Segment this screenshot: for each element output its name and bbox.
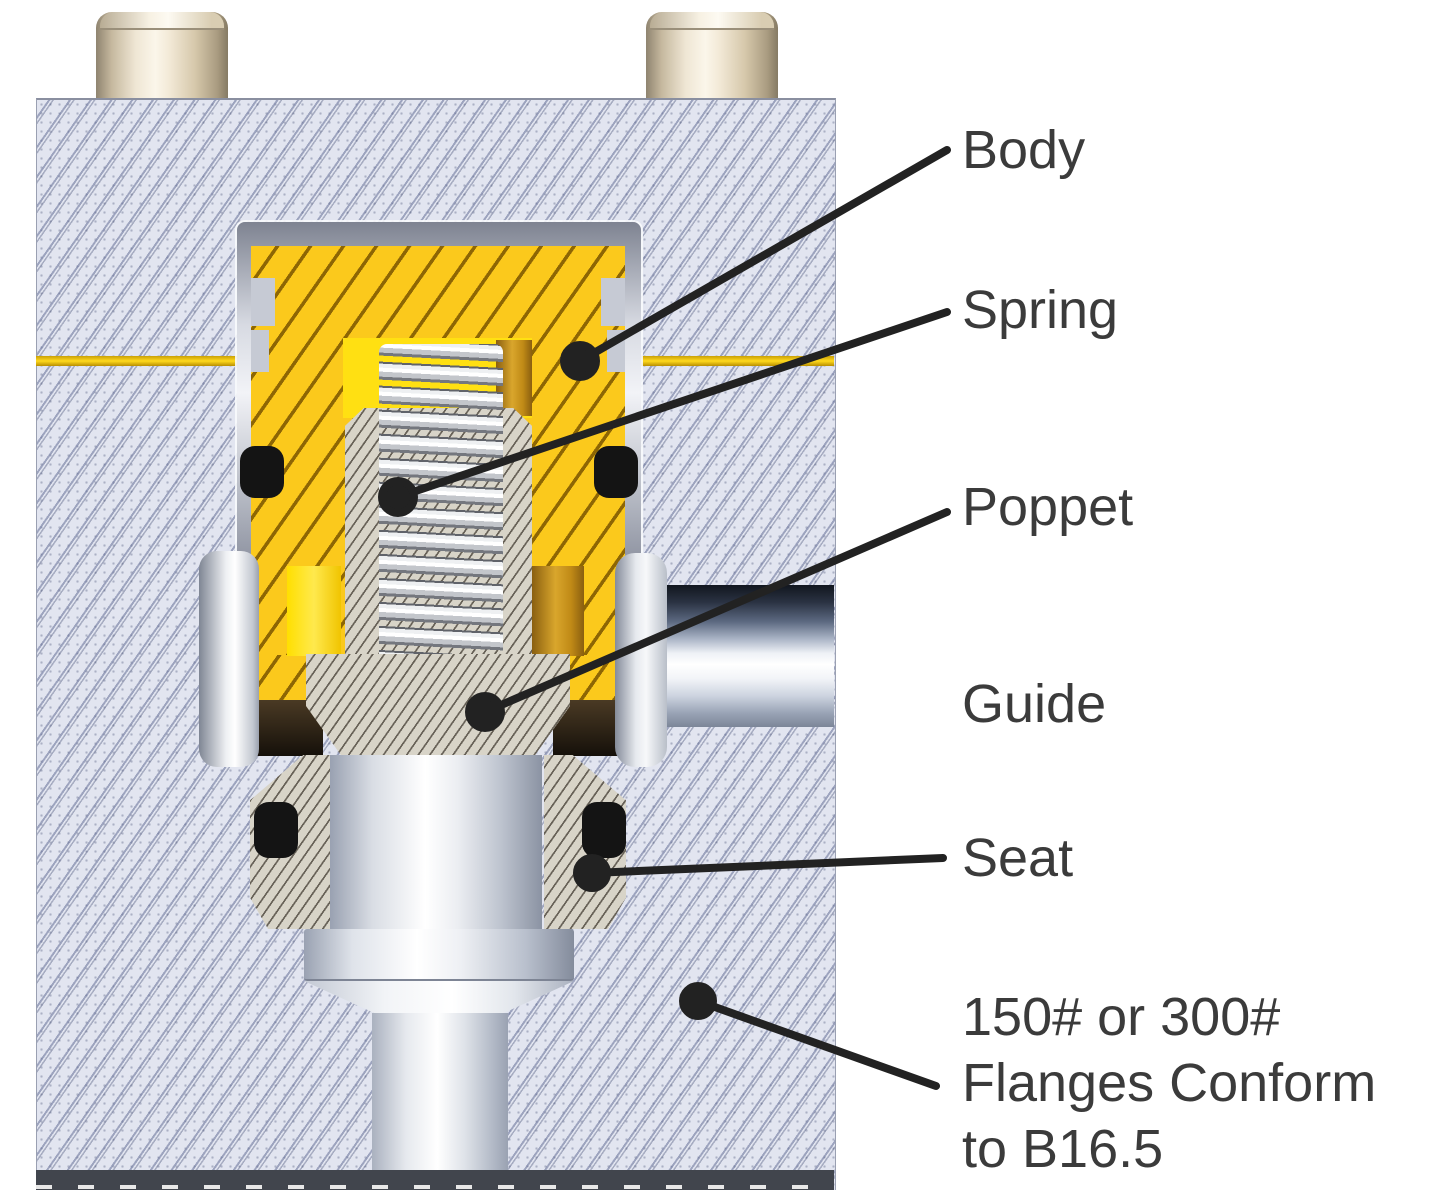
flange-note-line-2: Flanges Conform — [962, 1053, 1377, 1113]
cartridge-oring-left — [240, 446, 284, 498]
valve-stem-lower — [372, 1013, 508, 1172]
label-spring: Spring — [962, 280, 1119, 340]
poppet-head — [306, 654, 570, 758]
cavity-gold-rod-lower — [532, 566, 584, 656]
gasket-line-right — [641, 356, 834, 366]
flow-passage-left — [199, 551, 259, 767]
flange-note: 150# or 300# Flanges Conform to B16.5 — [962, 984, 1376, 1182]
stud-bolt-left — [96, 12, 228, 112]
notch-right-upper — [601, 278, 625, 326]
label-poppet: Poppet — [962, 477, 1134, 537]
outlet-pipe — [653, 585, 834, 727]
cartridge-oring-right — [594, 446, 638, 498]
flange-note-line-3: to B16.5 — [962, 1119, 1164, 1179]
label-body: Body — [962, 120, 1086, 180]
gasket-line-left — [36, 356, 237, 366]
valve-stem-upper — [330, 755, 542, 929]
flange-note-line-1: 150# or 300# — [962, 987, 1281, 1047]
notch-left-upper — [251, 278, 275, 326]
bottom-edge-dashes — [36, 1185, 834, 1189]
spring-coil — [379, 344, 503, 666]
cartridge-right-lobe — [615, 553, 667, 767]
stud-bolt-right — [646, 12, 778, 112]
guide-oring-right — [582, 802, 626, 858]
cavity-bright-bar-left — [287, 566, 341, 656]
label-seat: Seat — [962, 828, 1074, 888]
notch-right-lower — [607, 330, 625, 372]
stem-collar — [304, 929, 574, 981]
guide-oring-left — [254, 802, 298, 858]
block-bottom-edge — [36, 1170, 834, 1190]
notch-left-lower — [251, 330, 269, 372]
label-guide: Guide — [962, 674, 1107, 734]
